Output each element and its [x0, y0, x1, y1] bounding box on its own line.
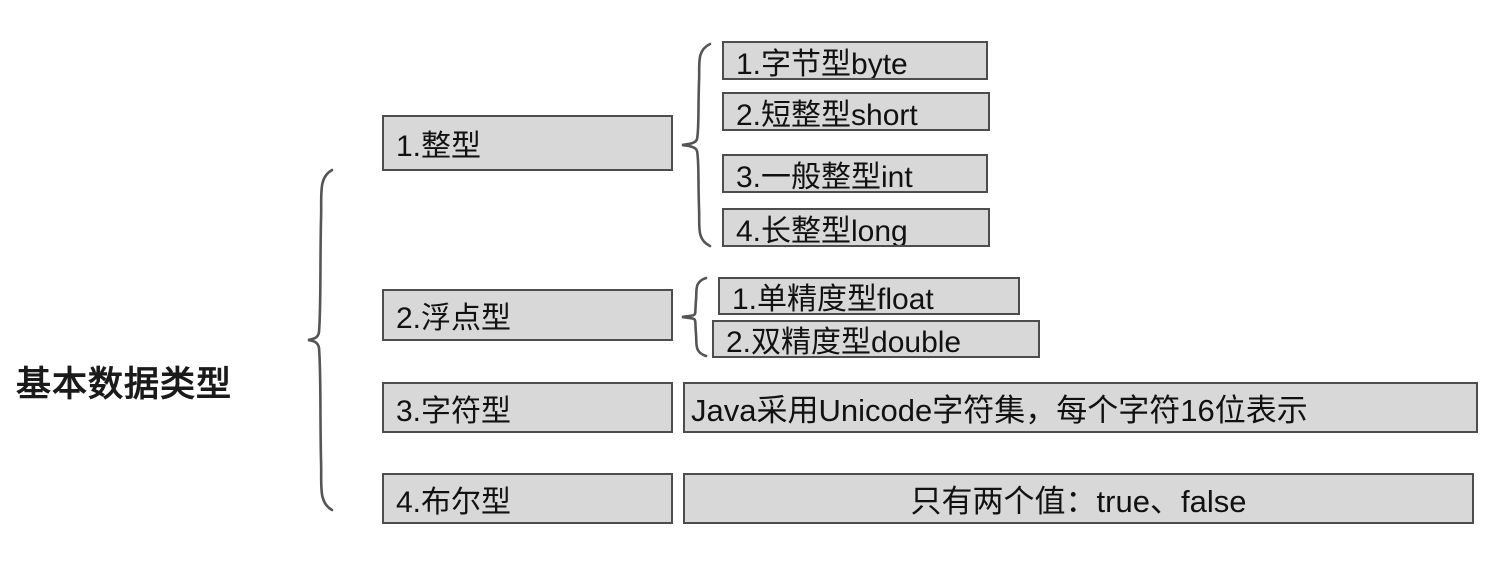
category-box-char[interactable]: 3.字符型: [382, 382, 673, 433]
description-box-boolean[interactable]: 只有两个值：true、false: [683, 473, 1474, 524]
integer-brace: [676, 42, 718, 248]
subtype-box-float[interactable]: 1.单精度型float: [718, 277, 1020, 315]
category-box-float[interactable]: 2.浮点型: [382, 289, 673, 341]
root-label: 基本数据类型: [16, 365, 233, 404]
subtype-box-long[interactable]: 4.长整型long: [722, 208, 990, 247]
float-brace: [676, 276, 714, 358]
root-brace: [300, 168, 342, 512]
subtype-box-int[interactable]: 3.一般整型int: [722, 154, 988, 193]
subtype-box-double[interactable]: 2.双精度型double: [712, 320, 1040, 358]
category-box-boolean[interactable]: 4.布尔型: [382, 473, 673, 524]
description-box-char[interactable]: Java采用Unicode字符集，每个字符16位表示: [683, 382, 1478, 433]
category-box-integer[interactable]: 1.整型: [382, 115, 673, 171]
subtype-box-short[interactable]: 2.短整型short: [722, 92, 990, 131]
subtype-box-byte[interactable]: 1.字节型byte: [722, 41, 988, 80]
